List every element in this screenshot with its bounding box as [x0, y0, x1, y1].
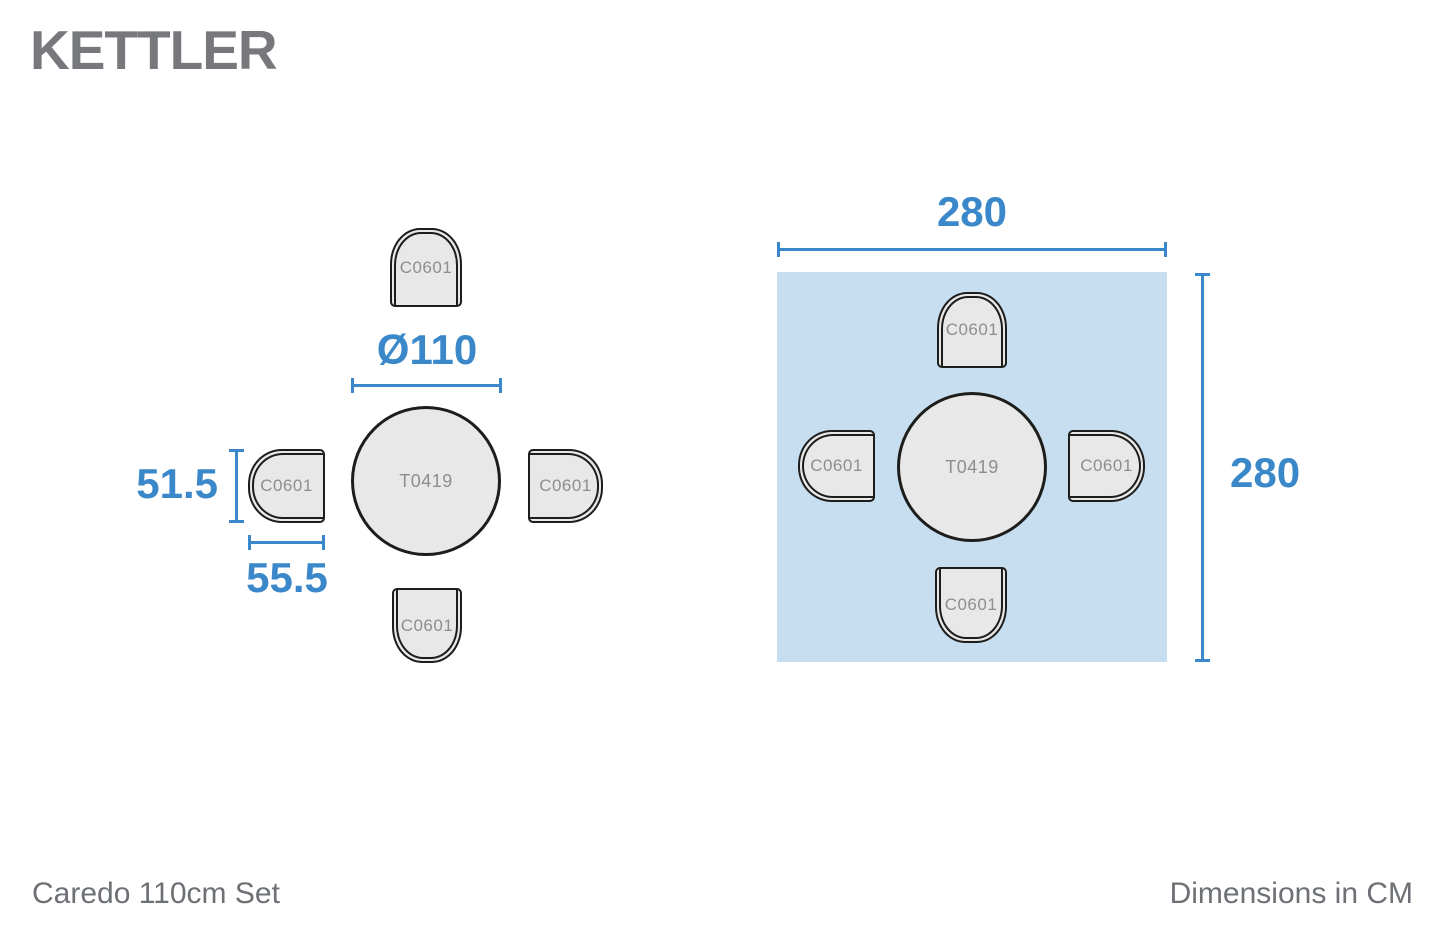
- chair-width-dim-line: [248, 535, 325, 550]
- table-round: T0419: [351, 406, 501, 556]
- chair-depth-label: 51.5: [136, 460, 218, 507]
- area-height-dim-line: [1195, 273, 1210, 662]
- product-name: Caredo 110cm Set: [32, 877, 280, 910]
- table-diameter-label: Ø110: [376, 326, 478, 373]
- units-note: Dimensions in CM: [1169, 877, 1413, 910]
- area-width-label: 280: [936, 188, 1008, 235]
- chair-label: C0601: [944, 595, 998, 614]
- chair-left: C0601: [248, 449, 325, 523]
- area-width-dim-line: [777, 242, 1167, 257]
- chair-right: C0601: [1068, 430, 1145, 502]
- table-label: T0419: [945, 456, 999, 477]
- chair-bottom: C0601: [392, 588, 462, 663]
- table-diameter-dim-line: [351, 378, 502, 393]
- table-label: T0419: [399, 470, 453, 491]
- table-round: T0419: [897, 392, 1047, 542]
- chair-bottom: C0601: [935, 567, 1007, 643]
- chair-label: C0601: [539, 476, 592, 495]
- chair-label: C0601: [260, 476, 313, 495]
- chair-width-label: 55.5: [246, 554, 328, 601]
- chair-label: C0601: [399, 257, 453, 277]
- area-height-label: 280: [1230, 449, 1301, 496]
- chair-label: C0601: [400, 615, 454, 635]
- kettler-logo: KETTLER: [30, 19, 278, 81]
- chair-right: C0601: [528, 449, 603, 523]
- chair-label: C0601: [1080, 456, 1133, 475]
- chair-top: C0601: [390, 228, 462, 307]
- chair-depth-dim-line: [229, 449, 244, 523]
- chair-left: C0601: [798, 430, 875, 502]
- chair-label: C0601: [810, 456, 863, 475]
- chair-top: C0601: [937, 292, 1007, 368]
- chair-label: C0601: [945, 320, 999, 339]
